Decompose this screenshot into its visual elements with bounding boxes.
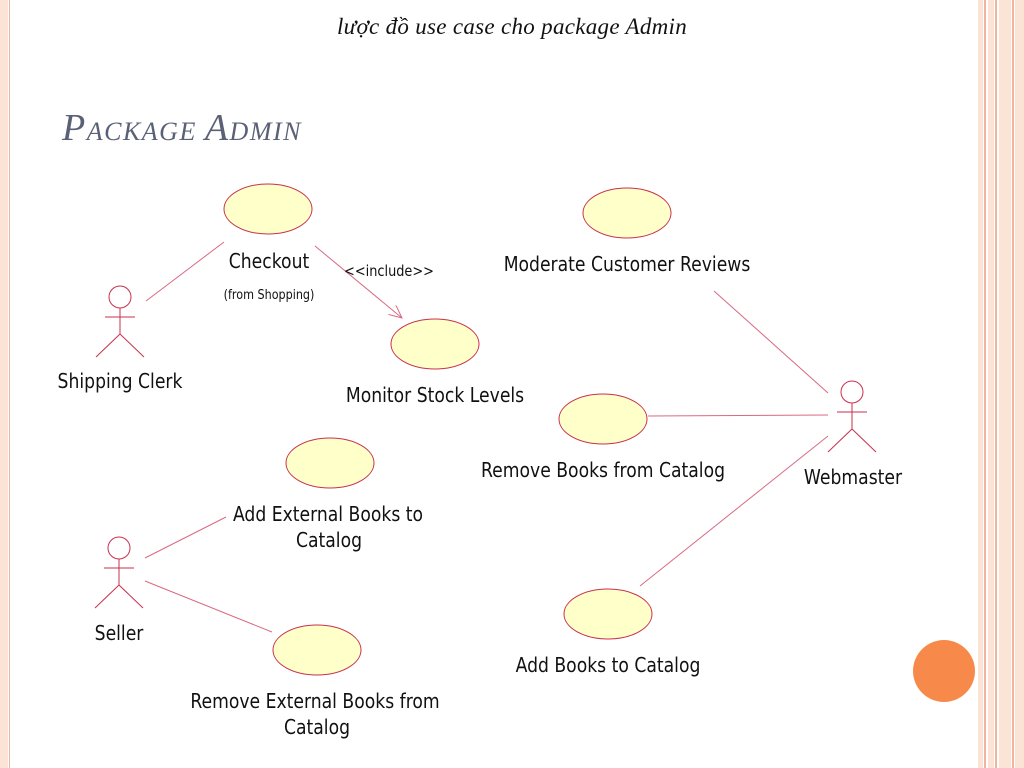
right-frame-stripe [988, 0, 994, 768]
include-arrow [314, 245, 402, 318]
title-word-package: ACKAGE [86, 117, 197, 146]
checkout-package-note: (from Shopping) [223, 288, 315, 303]
right-frame-stripe [995, 0, 997, 768]
title-initial-p: P [62, 107, 87, 149]
association-webmaster-moderate [713, 290, 829, 394]
association-webmaster-remove-books [647, 414, 829, 417]
slide-subtitle: lược đồ use case cho package Admin [336, 14, 688, 39]
include-stereotype-label: <<include>> [344, 262, 434, 280]
shipping-clerk-actor-icon [95, 285, 145, 358]
right-frame-stripe [984, 0, 986, 768]
monitor-stock-ellipse [390, 318, 480, 370]
remove-external-ellipse [272, 624, 362, 676]
webmaster-actor-icon [827, 380, 877, 453]
add-external-ellipse [285, 437, 375, 489]
seller-actor-icon [94, 536, 144, 609]
right-frame-stripe [1012, 0, 1014, 768]
right-frame-stripe [978, 0, 983, 768]
monitor-stock-label: Monitor Stock Levels [345, 383, 525, 407]
slide-title: PACKAGE ADMIN [62, 106, 302, 150]
right-frame-stripe [999, 0, 1011, 768]
title-word-admin: DMIN [229, 117, 302, 146]
seller-label: Seller [94, 621, 144, 645]
left-frame-band [0, 0, 8, 768]
association-webmaster-add-books [639, 435, 829, 587]
add-books-ellipse [563, 588, 653, 640]
checkout-label: Checkout [228, 249, 310, 273]
remove-books-ellipse [558, 393, 648, 445]
webmaster-label: Webmaster [803, 465, 903, 489]
moderate-reviews-ellipse [582, 187, 672, 239]
left-frame-line [9, 0, 10, 768]
remove-external-label-line2: Catalog [283, 715, 351, 739]
remove-external-label-line1: Remove External Books from [190, 689, 440, 713]
add-external-label-line1: Add External Books to [232, 502, 424, 526]
association-seller-remove-external [144, 580, 273, 633]
right-frame-stripe [1015, 0, 1024, 768]
orange-circle-ornament [913, 640, 975, 702]
association-seller-add-external [144, 516, 227, 559]
remove-books-label: Remove Books from Catalog [480, 458, 726, 482]
add-external-label-line2: Catalog [295, 528, 363, 552]
association-clerk-checkout [145, 241, 225, 302]
add-books-label: Add Books to Catalog [515, 653, 701, 677]
title-initial-a: A [204, 107, 230, 149]
moderate-reviews-label: Moderate Customer Reviews [503, 252, 751, 276]
checkout-ellipse [223, 183, 313, 235]
shipping-clerk-label: Shipping Clerk [57, 369, 183, 393]
